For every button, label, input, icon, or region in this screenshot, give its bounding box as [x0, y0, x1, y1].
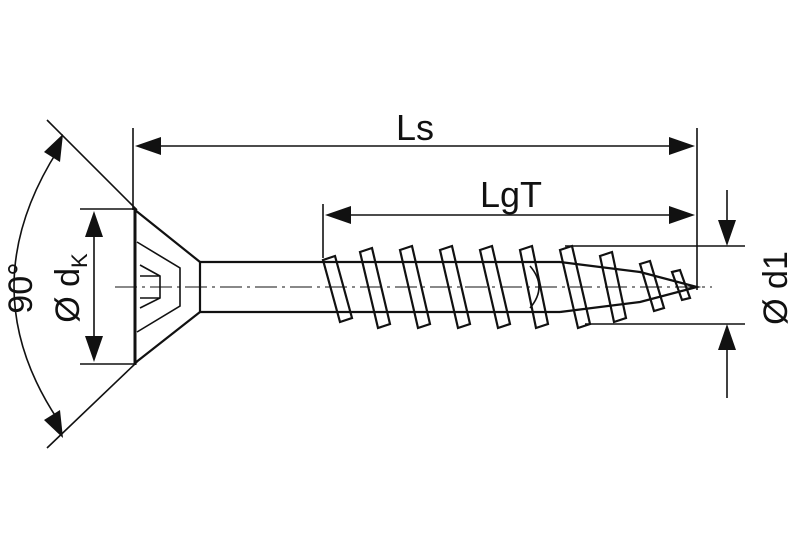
dk-arrow-top [85, 211, 103, 237]
ls-label: Ls [396, 107, 434, 148]
head-cone-top [134, 209, 201, 263]
dk-arrow-bottom [85, 336, 103, 362]
thread-flank [670, 268, 692, 302]
thread-flank [321, 254, 354, 324]
dk-label-subscript: K [67, 253, 92, 268]
ls-arrow-right [669, 137, 695, 155]
lgt-dimension: LgT [322, 174, 695, 258]
lgt-label: LgT [480, 174, 542, 215]
d1-arrow-top [718, 220, 736, 246]
dk-dimension: Ø dK [49, 208, 135, 365]
thread-flank [638, 259, 666, 313]
svg-text:Ø dK: Ø dK [49, 253, 92, 323]
thread-flank [398, 244, 432, 330]
ls-arrow-left [135, 137, 161, 155]
ls-dimension: Ls [132, 107, 698, 290]
angle-dimension: 90° [2, 119, 138, 449]
thread-flank [478, 244, 512, 330]
angle-arrow-bottom [44, 410, 63, 438]
angle-arrow-top [44, 134, 63, 162]
thread-flank [438, 244, 472, 330]
head-cone-bottom [134, 311, 201, 364]
d1-dimension: Ø d1 [565, 190, 795, 398]
lgt-arrow-right [669, 206, 695, 224]
d1-label: Ø d1 [757, 251, 795, 325]
lgt-arrow-left [325, 206, 351, 224]
angle-extension-top [46, 119, 138, 211]
thread-flank [518, 244, 550, 330]
angle-label: 90° [2, 262, 40, 313]
thread-flanks [321, 244, 692, 330]
thread-flank [358, 246, 392, 330]
dk-label-symbol: Ø d [49, 268, 87, 323]
angle-arc [13, 149, 59, 421]
thread-flank [598, 250, 628, 324]
dk-label: Ø dK [49, 253, 92, 323]
thread-flank [558, 244, 592, 330]
d1-arrow-bottom [718, 324, 736, 350]
screw [115, 208, 712, 365]
